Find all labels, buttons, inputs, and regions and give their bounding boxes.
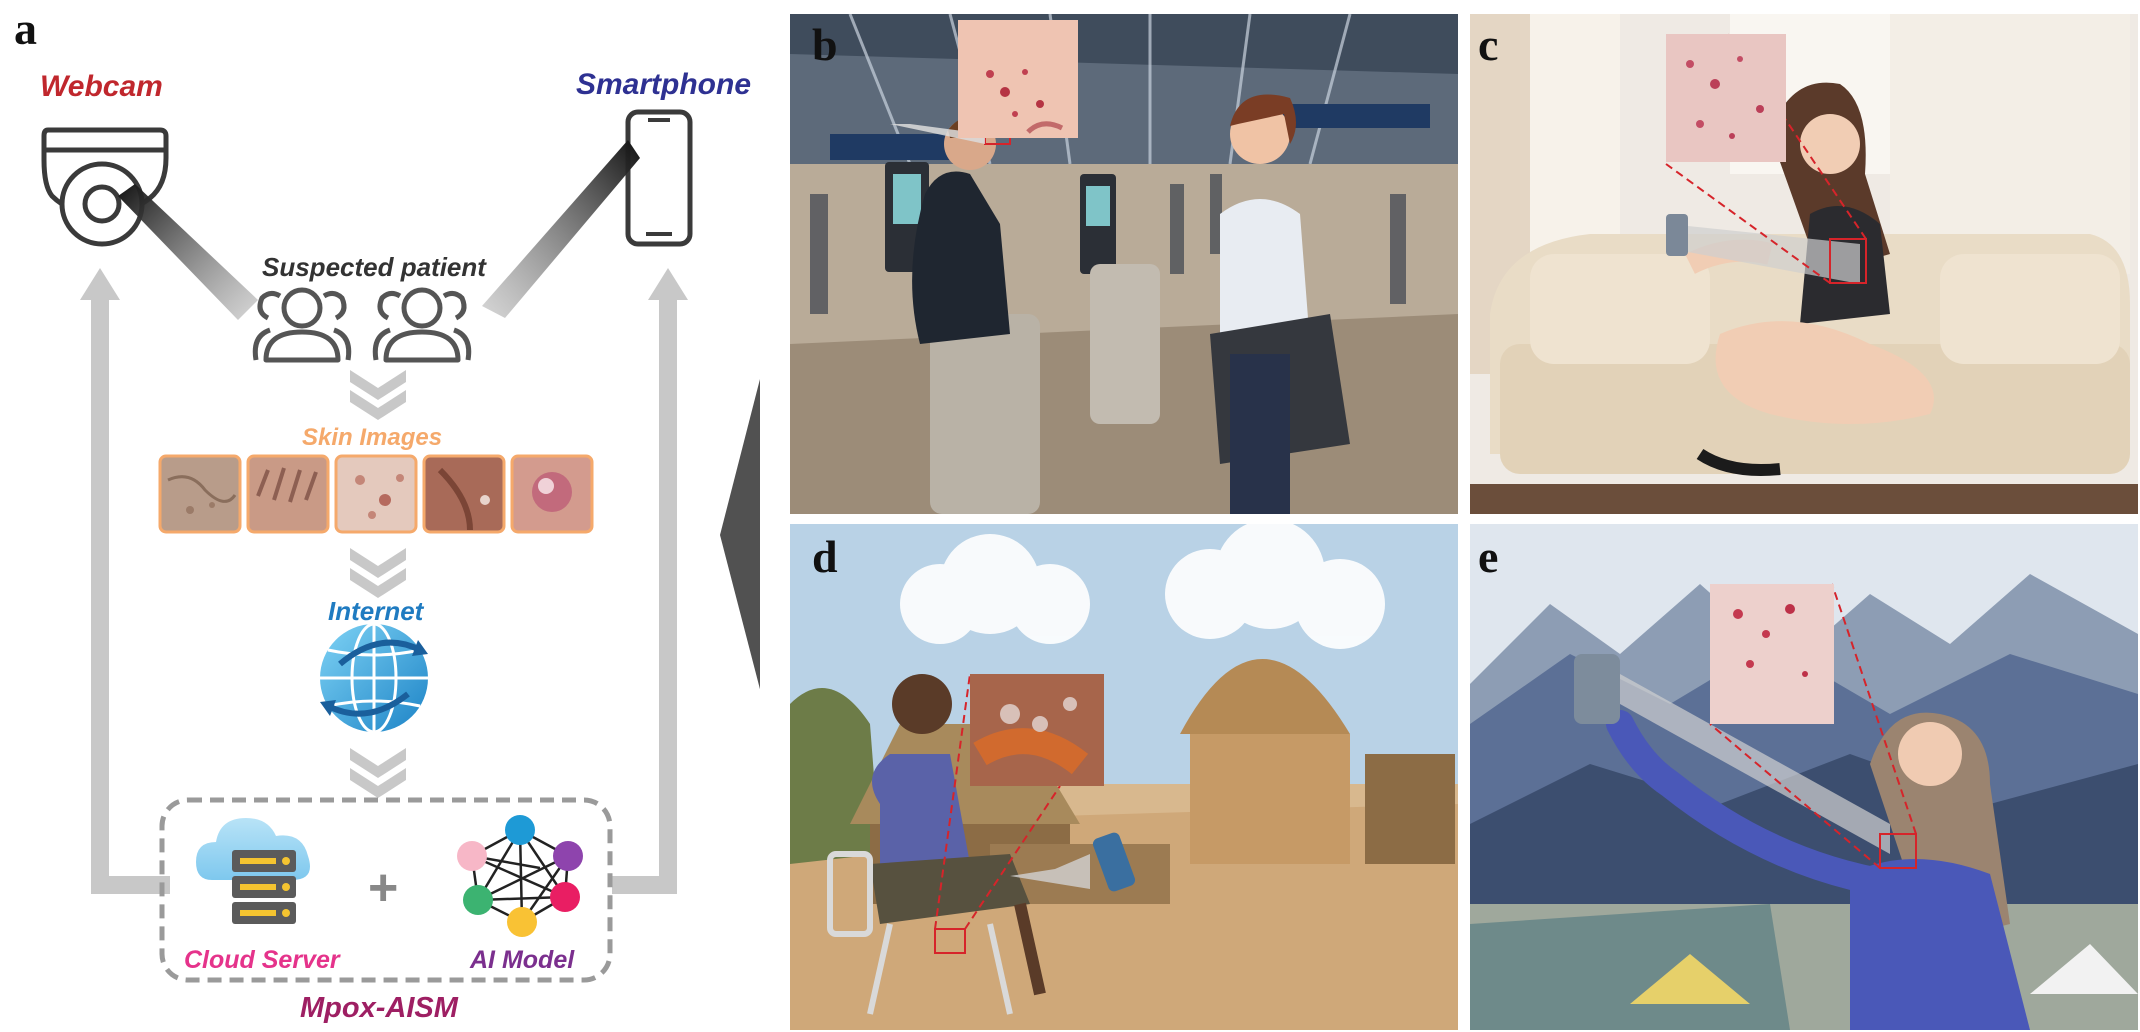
ai-model-network-icon [457, 815, 583, 937]
suspected-patient-label: Suspected patient [262, 252, 486, 282]
cloud-server-icon [196, 818, 310, 924]
scene-sofa [1470, 14, 2138, 514]
webcam-icon [41, 127, 169, 247]
scene-airport [790, 14, 1458, 514]
workflow-diagram [41, 109, 760, 983]
cloud-server-label: Cloud Server [184, 946, 340, 974]
mpox-aism-box [159, 797, 613, 983]
webcam-label: Webcam [40, 70, 163, 103]
plus-sign: + [368, 859, 399, 917]
internet-globe-icon [320, 622, 428, 734]
internet-label: Internet [328, 596, 424, 626]
scene-sofa-art [1470, 14, 2138, 514]
down-chevrons-2 [350, 548, 406, 598]
panel-label-e: e [1478, 531, 1499, 582]
scene-mountain-art [1470, 524, 2138, 1030]
panel-label-a: a [14, 3, 37, 54]
mpox-aism-label: Mpox-AISM [300, 992, 458, 1024]
smartphone-label: Smartphone [576, 68, 752, 101]
scene-mountain [1470, 524, 2138, 1030]
left-return-arrow [80, 268, 170, 894]
patients-icon [252, 287, 472, 363]
expand-arrow [720, 379, 760, 690]
down-chevrons-3 [350, 748, 406, 798]
smartphone-icon [625, 109, 693, 247]
webcam-beam [118, 184, 258, 320]
skin-images [158, 454, 594, 534]
skin-images-label: Skin Images [302, 424, 443, 451]
ai-model-label: AI Model [470, 946, 575, 974]
scene-village [790, 524, 1458, 1030]
panel-label-d: d [812, 531, 838, 582]
down-chevrons-1 [350, 370, 406, 420]
scene-airport-art [790, 14, 1458, 514]
right-return-arrow [612, 268, 688, 894]
scene-village-art [790, 524, 1458, 1030]
panel-label-c: c [1478, 19, 1499, 70]
smartphone-beam [482, 140, 640, 318]
panel-label-b: b [812, 19, 838, 70]
